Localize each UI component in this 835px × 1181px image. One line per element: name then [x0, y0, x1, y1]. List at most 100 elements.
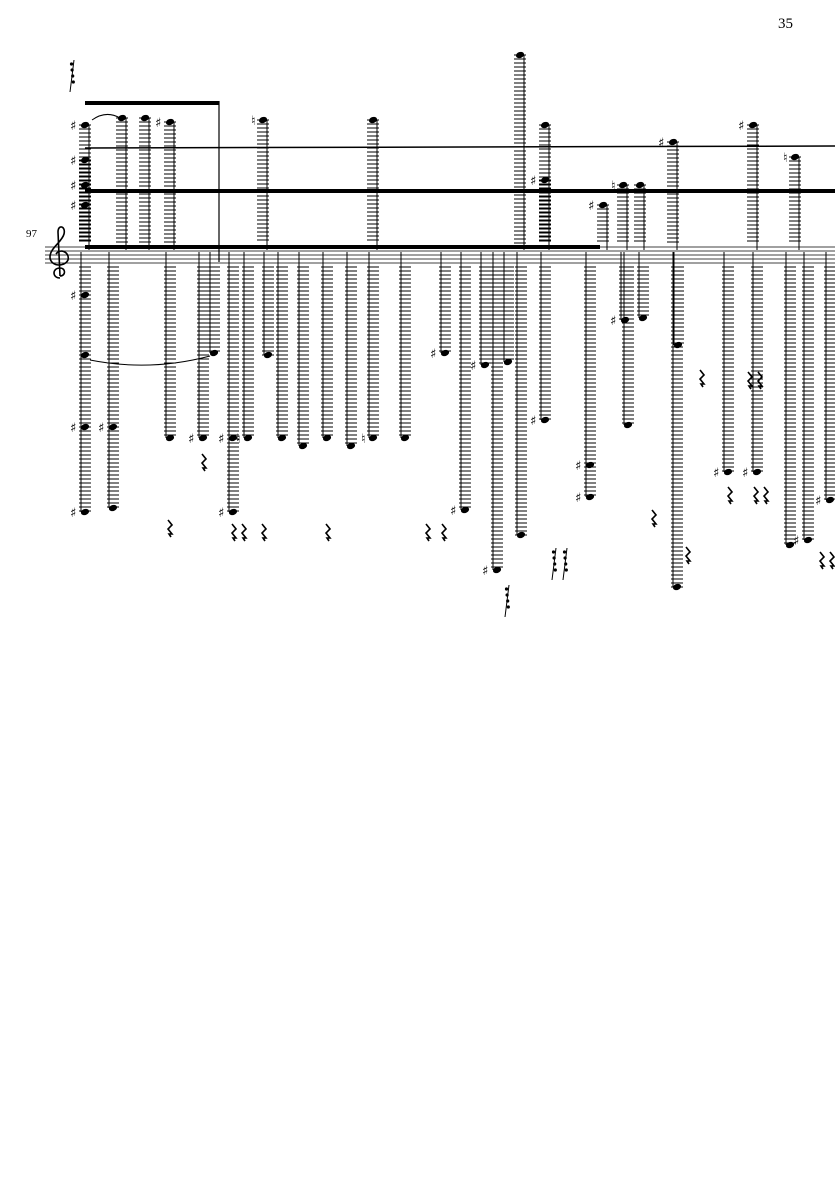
sharp-icon: ♯: [218, 432, 224, 447]
sharp-icon: ♯: [815, 494, 821, 509]
notehead: [803, 536, 813, 544]
sharp-icon: ♯: [70, 154, 76, 169]
sharp-icon: ♯: [530, 174, 536, 189]
notehead: [165, 434, 175, 442]
rest-icon: [762, 486, 770, 505]
rest-icon: [818, 551, 826, 570]
notehead: [638, 314, 648, 322]
rest-icon: [240, 523, 248, 542]
rest-icon: [828, 551, 835, 570]
beam: [85, 189, 835, 193]
sharp-icon: ♯: [742, 466, 748, 481]
notehead: [752, 468, 762, 476]
sharp-icon: ♯: [155, 116, 161, 131]
rest-icon: [324, 523, 332, 542]
sharp-icon: ♯: [470, 359, 476, 374]
notehead: [209, 349, 219, 357]
rest-icon: [440, 523, 448, 542]
grace-dot: [71, 74, 75, 78]
grace-dot: [553, 568, 557, 572]
sharp-icon: ♯: [188, 432, 194, 447]
grace-dot: [504, 587, 509, 591]
rest-icon: [650, 509, 658, 528]
natural-icon: ♮: [611, 179, 616, 194]
notehead: [623, 421, 633, 429]
rest-icon: [756, 371, 764, 390]
notehead: [723, 468, 733, 476]
grace-dot: [562, 550, 567, 554]
grace-dot: [564, 562, 568, 566]
grace-dot: [564, 568, 568, 572]
notehead: [825, 496, 835, 504]
sharp-icon: ♯: [70, 421, 76, 436]
notehead: [585, 493, 595, 501]
grace-dot: [563, 556, 567, 560]
sharp-icon: ♯: [482, 564, 488, 579]
rest-icon: [200, 453, 208, 472]
grace-dot: [505, 593, 509, 597]
notehead: [368, 434, 378, 442]
sharp-icon: ♯: [610, 314, 616, 329]
notehead: [228, 434, 238, 442]
beam: [85, 101, 219, 105]
measure-number: 97: [26, 228, 37, 240]
grace-dot: [552, 556, 556, 560]
sharp-icon: ♯: [575, 459, 581, 474]
notehead: [243, 434, 253, 442]
sharp-icon: ♯: [738, 119, 744, 134]
rest-icon: [726, 486, 734, 505]
notehead: [492, 566, 502, 574]
sharp-icon: ♯: [218, 506, 224, 521]
sharp-icon: ♯: [430, 347, 436, 362]
sharp-icon: ♯: [793, 534, 799, 549]
grace-dot: [506, 605, 510, 609]
treble-clef-icon: [49, 226, 70, 279]
sharp-icon: ♯: [98, 421, 104, 436]
sharp-icon: ♯: [70, 119, 76, 134]
sharp-icon: ♯: [588, 199, 594, 214]
sharp-icon: ♯: [530, 414, 536, 429]
grace-dot: [506, 599, 510, 603]
tie: [89, 355, 211, 366]
rest-icon: [260, 523, 268, 542]
rest-icon: [746, 371, 754, 390]
sharp-icon: ♯: [713, 466, 719, 481]
sharp-icon: ♯: [70, 289, 76, 304]
sharp-icon: ♯: [450, 504, 456, 519]
notehead: [480, 361, 490, 369]
rest-icon: [684, 546, 692, 565]
natural-icon: ♮: [236, 432, 241, 447]
beam: [84, 145, 835, 149]
notehead: [503, 358, 513, 366]
notehead: [198, 434, 208, 442]
sharp-icon: ♯: [70, 199, 76, 214]
rest-icon: [698, 369, 706, 388]
grace-dot: [70, 68, 74, 72]
notehead: [400, 434, 410, 442]
rest-icon: [166, 519, 174, 538]
notehead: [460, 506, 470, 514]
grace-dot: [69, 62, 74, 66]
rest-icon: [424, 523, 432, 542]
notehead: [298, 442, 308, 450]
sharp-icon: ♯: [70, 506, 76, 521]
notehead: [585, 461, 595, 469]
notehead: [228, 508, 238, 516]
rest-icon: [752, 486, 760, 505]
notehead: [540, 416, 550, 424]
natural-icon: ♮: [361, 432, 366, 447]
natural-icon: ♮: [251, 114, 256, 129]
notehead: [108, 504, 118, 512]
sharp-icon: ♯: [575, 491, 581, 506]
notehead: [440, 349, 450, 357]
grace-dot: [553, 562, 557, 566]
beam: [85, 245, 600, 249]
sharp-icon: ♯: [658, 136, 664, 151]
notehead: [322, 434, 332, 442]
rest-icon: [230, 523, 238, 542]
natural-icon: ♮: [783, 151, 788, 166]
notehead: [346, 442, 356, 450]
notehead: [620, 316, 630, 324]
tie: [91, 114, 121, 121]
